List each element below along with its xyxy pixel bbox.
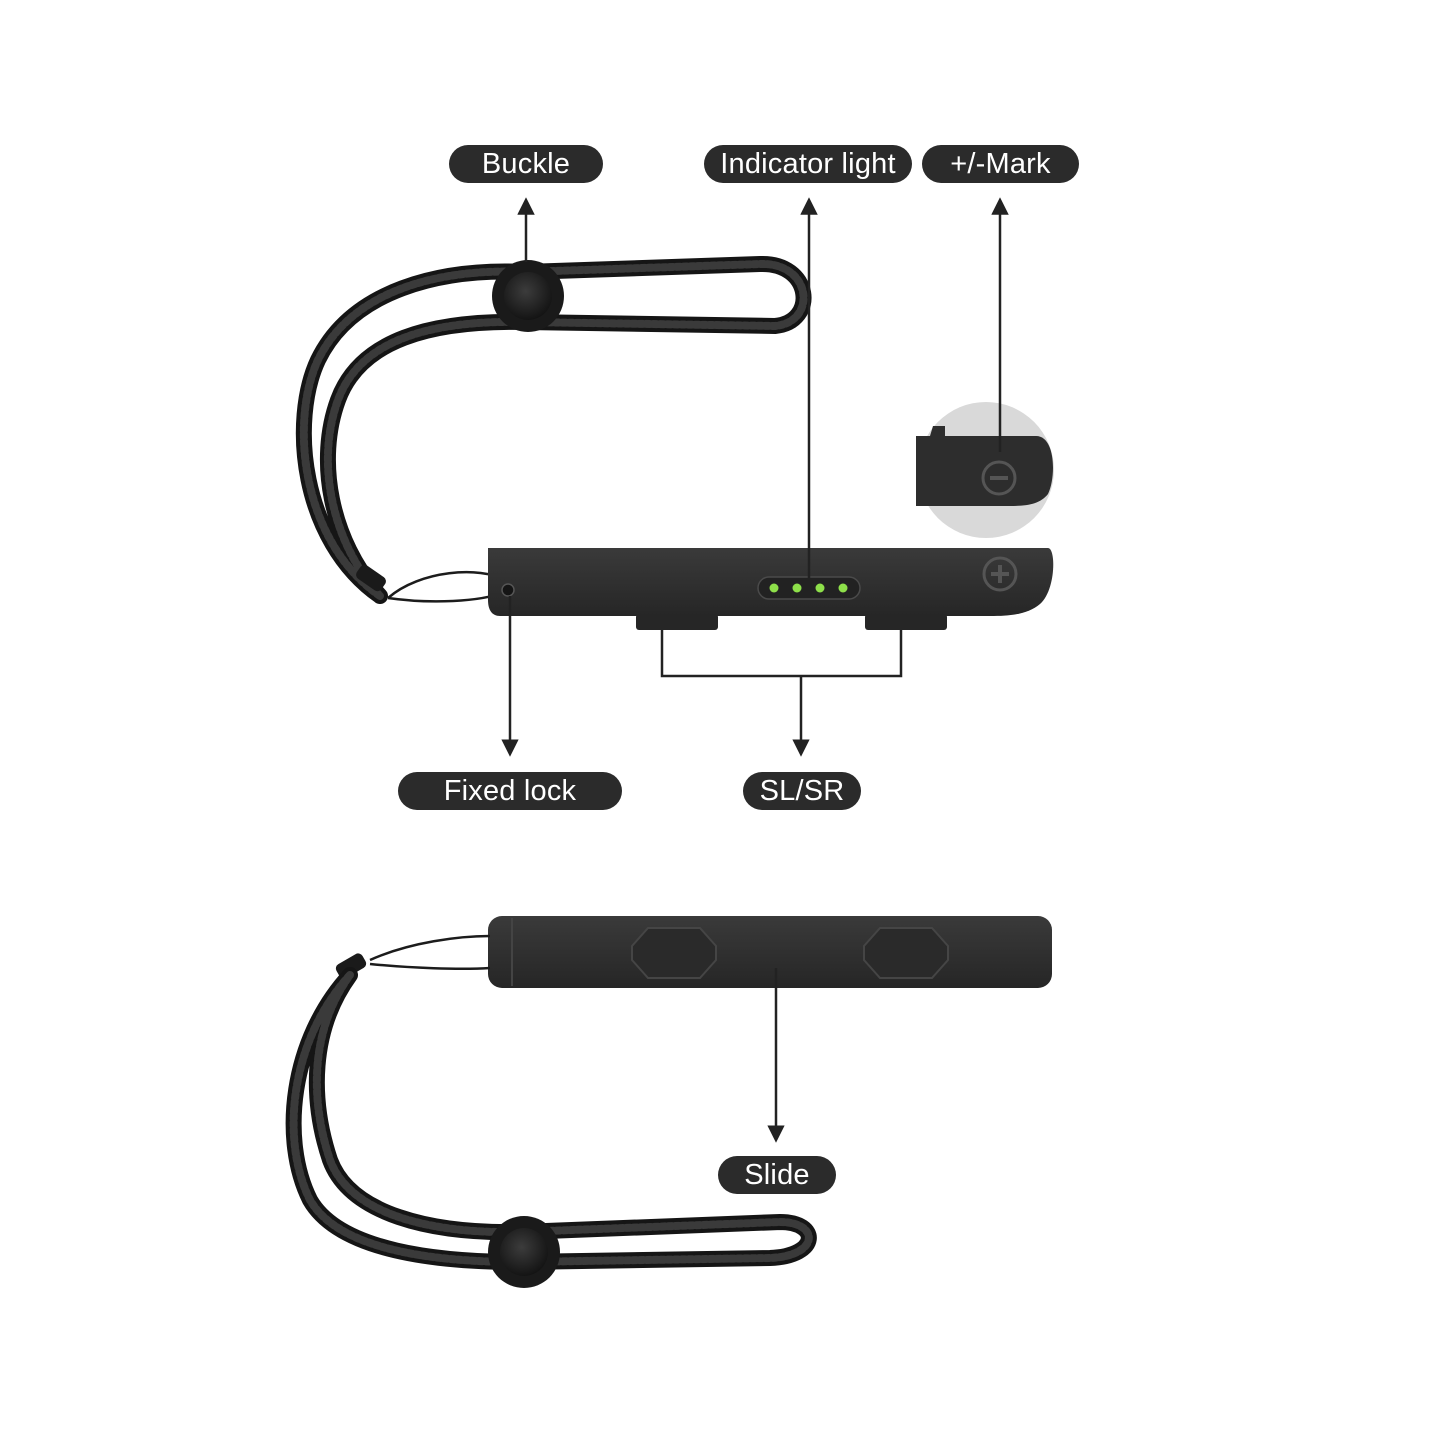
indicator-leds	[769, 583, 848, 593]
mark-label: +/-Mark	[922, 145, 1079, 183]
bottom-strap-body	[488, 916, 1052, 988]
top-buckle	[492, 260, 564, 332]
top-strap-loop	[295, 255, 812, 604]
buckle-label: Buckle	[449, 145, 603, 183]
slide-grip-left	[631, 927, 717, 979]
minus-circle-icon	[981, 460, 1017, 496]
fixed-lock-label: Fixed lock	[398, 772, 622, 810]
bottom-strap-loop	[285, 967, 817, 1271]
indicator-light-label: Indicator light	[704, 145, 912, 183]
sr-button	[865, 614, 947, 630]
bottom-buckle	[488, 1216, 560, 1288]
sl-sr-label: SL/SR	[743, 772, 861, 810]
indicator-led	[815, 583, 825, 593]
top-strap-body	[488, 548, 1054, 630]
indicator-led	[769, 583, 779, 593]
slide-grip-right	[863, 927, 949, 979]
sl-button	[636, 614, 718, 630]
minus-mark-inset	[916, 402, 1054, 538]
indicator-led	[838, 583, 848, 593]
sl-sr-bracket	[660, 630, 903, 678]
indicator-led	[792, 583, 802, 593]
slide-label: Slide	[718, 1156, 836, 1194]
plus-circle-icon	[982, 556, 1018, 592]
